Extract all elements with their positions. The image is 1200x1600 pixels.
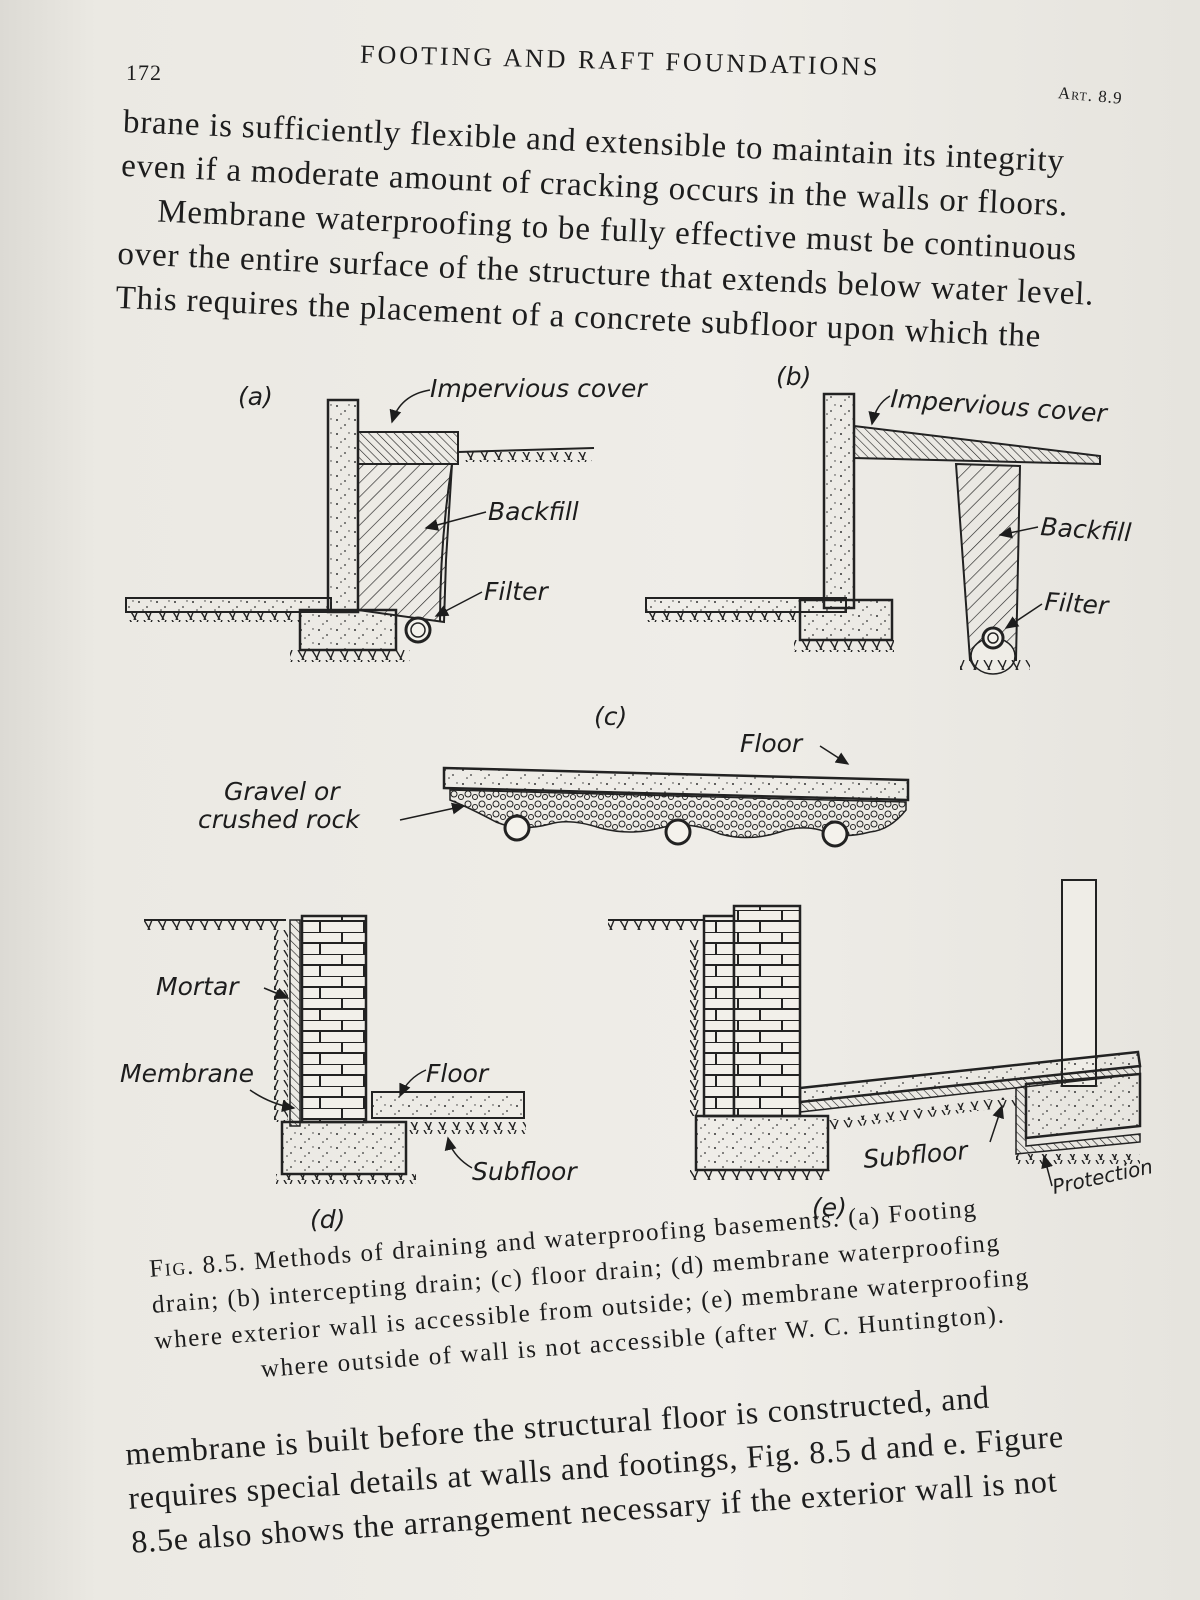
panel-c-gravel-label-1: Gravel or — [224, 777, 341, 806]
panel-b-impervious-label: Impervious cover — [890, 384, 1110, 428]
panel-b-letter: (b) — [776, 362, 811, 391]
panel-c-floor-label: Floor — [740, 729, 804, 758]
panel-e-subfloor-label: Subfloor — [862, 1136, 970, 1174]
panel-d-subfloor-label: Subfloor — [472, 1157, 578, 1186]
panel-e: Subfloor Protection (e) — [608, 879, 1155, 1222]
running-title: FOOTING AND RAFT FOUNDATIONS — [359, 39, 881, 82]
panel-c-letter: (c) — [594, 702, 627, 731]
figure-drawing: (a) Impervious cover Backfill Filter — [120, 362, 1155, 1234]
panel-c: (c) Floor Gravel or crushed rock — [198, 702, 910, 848]
panel-a-letter: (a) — [238, 382, 273, 411]
paragraph-bottom: membrane is built before the structural … — [124, 1363, 1170, 1564]
panel-e-letter: (e) — [812, 1193, 847, 1222]
panel-d: Mortar Membrane Floor Subfloor (d) — [120, 914, 578, 1234]
panel-b-backfill-label: Backfill — [1040, 512, 1133, 547]
panel-c-gravel-label-2: crushed rock — [198, 805, 361, 834]
panel-a: (a) Impervious cover Backfill Filter — [125, 374, 648, 662]
paragraph-top: brane is sufficiently flexible and exten… — [115, 100, 1163, 363]
article-reference: Art. 8.9 — [1057, 83, 1124, 108]
panel-a-backfill-label: Backfill — [488, 497, 579, 526]
page-number: 172 — [126, 60, 162, 85]
panel-a-filter-label: Filter — [484, 577, 549, 606]
panel-d-mortar-label: Mortar — [156, 972, 240, 1001]
panel-d-letter: (d) — [310, 1205, 345, 1234]
panel-b: (b) Impervious cover Backfill Filter — [645, 362, 1133, 675]
panel-d-membrane-label: Membrane — [120, 1059, 254, 1088]
caption-label: Fig. 8.5. — [148, 1248, 248, 1283]
page-header: 172 FOOTING AND RAFT FOUNDATIONS Art. 8.… — [0, 38, 1200, 108]
figure-8-5: (a) Impervious cover Backfill Filter — [100, 360, 1160, 1240]
panel-a-impervious-label: Impervious cover — [430, 374, 648, 403]
panel-d-floor-label: Floor — [426, 1059, 490, 1088]
panel-b-filter-label: Filter — [1044, 587, 1111, 620]
